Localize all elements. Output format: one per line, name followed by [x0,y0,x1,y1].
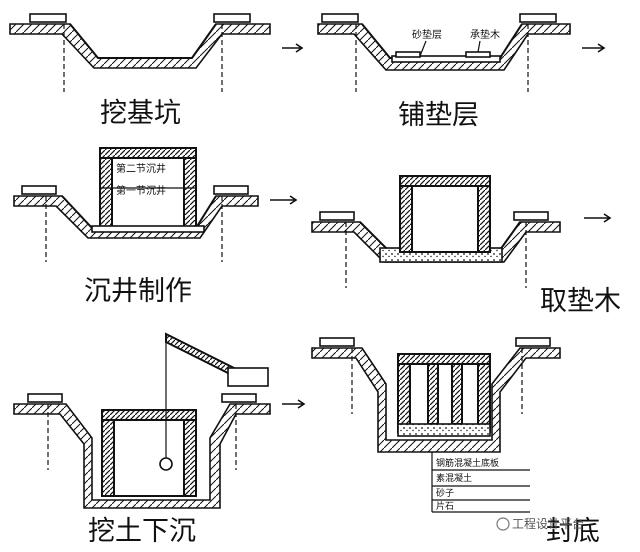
grab-bucket-icon [159,457,173,471]
bearing-timber [395,51,421,58]
excavation-pit [9,23,271,69]
sand-layer-label: 砂垫层 [412,28,442,41]
arrow-right-icon [582,43,606,53]
scaffold-platform [29,13,67,23]
arrow-right-icon [282,43,304,53]
step-2-label: 铺垫层 [398,100,479,131]
arrow-right-icon [584,213,612,223]
second-section-label: 第二节沉井 [116,162,166,175]
bearing-timber [465,51,491,58]
first-section-label: 第一节沉井 [116,184,166,197]
step-1-diagram: 挖基坑 [9,13,271,129]
wechat-icon [496,517,510,531]
sinking-well [399,175,491,253]
scaffold-platform [213,13,251,23]
rc-slab-label: 钢筋混凝土底板 [436,457,499,469]
step-4-label: 取垫木 [540,286,621,317]
step-5-label: 挖土下沉 [88,516,196,547]
step-6-label: 封底 [546,516,600,547]
arrow-right-icon [282,399,306,409]
step-6-diagram: 钢筋混凝土底板 素混凝土 砂子 片石 封底 [311,337,600,547]
step-3-diagram: 第二节沉井 第一节沉井 沉井制作 [13,147,259,307]
rubble-label: 片石 [436,500,454,512]
step-4-diagram: 取垫木 [311,175,621,317]
step-1-label: 挖基坑 [100,98,181,129]
sinking-well [101,409,197,497]
watermark: 工程设计平台 [496,516,584,531]
sand-label: 砂子 [436,487,454,499]
plain-concrete-label: 素混凝土 [436,472,472,484]
crane-cab [227,367,269,387]
step-2-diagram: 砂垫层 承垫木 铺垫层 [317,13,571,131]
bottom-seal [397,423,491,437]
watermark-text: 工程设计平台 [512,516,584,531]
bearing-timber-label: 承垫木 [470,28,500,41]
sinking-well [397,353,491,433]
step-5-diagram: 挖土下沉 [13,332,271,547]
sand-cushion [391,55,501,63]
step-3-label: 沉井制作 [84,276,192,307]
arrow-right-icon [270,195,298,205]
